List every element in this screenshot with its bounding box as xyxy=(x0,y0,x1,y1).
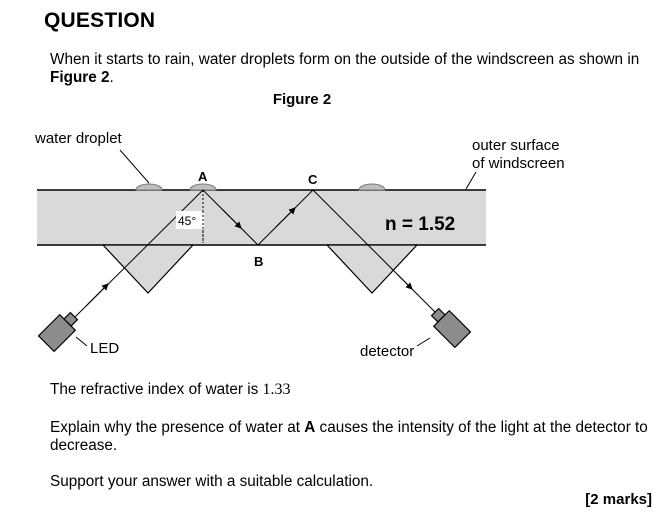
water-index-line: The refractive index of water is 1.33 xyxy=(50,381,650,399)
water-droplet-right xyxy=(358,183,386,191)
outer-surface-label-line2: of windscreen xyxy=(472,155,565,172)
ray-arrow-2 xyxy=(221,208,242,229)
outer-surface-label-line1: outer surface xyxy=(472,137,560,154)
windscreen-glass xyxy=(37,190,486,245)
ray-c-to-detector xyxy=(312,189,439,316)
water-droplet-leader xyxy=(119,149,150,184)
figure-reference: Figure 2 xyxy=(50,69,110,86)
marks-label: [2 marks] xyxy=(585,491,652,508)
support-instruction: Support your answer with a suitable calc… xyxy=(50,473,374,490)
water-index-text: The refractive index of water is xyxy=(50,381,263,398)
windscreen-figure: 45° water droplet outer surface of winds… xyxy=(34,130,565,360)
explain-text-end: causes the intensity of the light at the… xyxy=(50,419,648,454)
angle-label: 45° xyxy=(178,214,196,228)
ray-arrow-4 xyxy=(397,274,413,290)
water-droplet-a xyxy=(189,183,217,191)
detector-label: detector xyxy=(360,343,414,360)
led-label: LED xyxy=(90,340,119,357)
water-index-value: 1.33 xyxy=(262,381,291,398)
right-prism xyxy=(325,244,419,294)
question-heading: QUESTION xyxy=(44,9,156,32)
explain-paragraph: Explain why the presence of water at A c… xyxy=(50,419,655,455)
refractive-index-label: n = 1.52 xyxy=(385,214,455,235)
detector-leader xyxy=(416,337,431,347)
led-device xyxy=(37,311,79,353)
led-leader xyxy=(75,336,88,347)
ray-arrow-1 xyxy=(85,283,109,307)
intro-text: When it starts to rain, water droplets f… xyxy=(50,51,640,68)
figure-title: Figure 2 xyxy=(272,91,332,108)
point-c-label: C xyxy=(308,172,318,187)
left-prism xyxy=(101,244,195,294)
point-a-label: A xyxy=(198,169,208,184)
detector-device xyxy=(430,307,472,349)
water-droplet-label: water droplet xyxy=(34,130,123,147)
intro-text-end: . xyxy=(109,69,114,86)
point-b-label: B xyxy=(254,254,263,269)
explain-point-a: A xyxy=(304,419,316,436)
water-droplet-left xyxy=(135,183,163,191)
intro-paragraph: When it starts to rain, water droplets f… xyxy=(50,51,650,87)
angle-label-box xyxy=(176,211,204,229)
explain-text: Explain why the presence of water at xyxy=(50,419,305,436)
outer-surface-leader xyxy=(465,171,477,190)
ray-arrow-3 xyxy=(275,207,296,228)
